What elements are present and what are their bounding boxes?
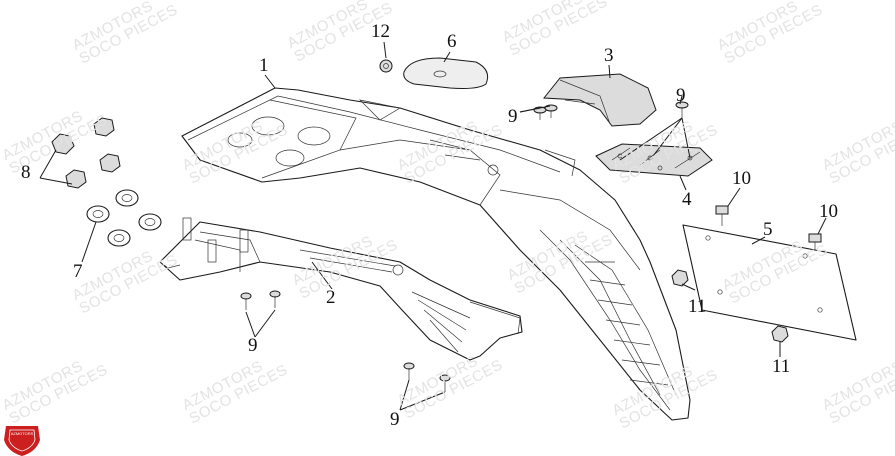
callout-label: 8 (21, 162, 31, 183)
callout-label: 11 (688, 296, 707, 317)
callout-label: 9 (248, 335, 258, 356)
callout-label: 11 (772, 356, 791, 377)
rear-fender-part-1 (181, 87, 691, 421)
callout-label: 9 (390, 409, 400, 430)
washers-part-7 (86, 189, 162, 247)
callout-label: 9 (508, 106, 518, 127)
logo-shield (4, 426, 40, 456)
plate-part-4 (595, 143, 713, 177)
nut-part-12 (379, 59, 393, 73)
callout-label: 10 (732, 168, 751, 189)
plate-panel-part-5 (682, 224, 857, 341)
callout-label: 1 (259, 55, 269, 76)
callout-label: 2 (326, 287, 336, 308)
screws-part-9 (240, 101, 689, 392)
bolts-part-10 (715, 205, 822, 250)
logo-text: AZMOTORS (10, 431, 34, 436)
callout-label: 7 (73, 261, 83, 282)
cover-part-3 (543, 73, 657, 127)
leader-lines (39, 41, 827, 411)
callout-label: 6 (447, 31, 457, 52)
callout-label: 3 (604, 45, 614, 66)
callout-label: 5 (763, 219, 773, 240)
nuts-part-8 (51, 117, 121, 189)
nuts-part-11 (671, 269, 789, 343)
callout-label: 12 (371, 21, 390, 42)
callout-label: 4 (682, 189, 692, 210)
callout-label: 9 (676, 85, 686, 106)
bracket-part-2 (159, 217, 523, 361)
reflector-part-6 (403, 57, 489, 89)
callout-label: 10 (819, 201, 838, 222)
